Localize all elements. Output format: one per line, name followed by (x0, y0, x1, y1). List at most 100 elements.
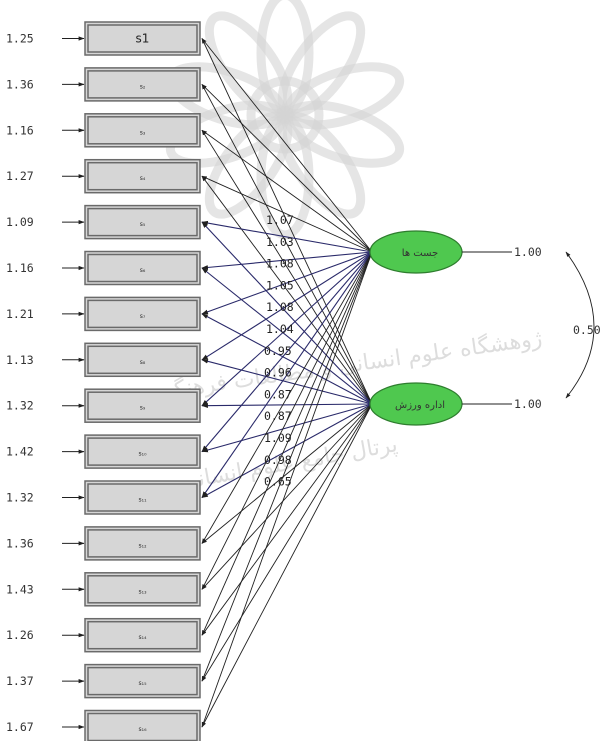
observed-variable-label: s₂ (140, 83, 146, 90)
loading-value: 1.08 (266, 257, 294, 271)
observed-variable-box[interactable]: s₄ (84, 158, 201, 194)
loading-value: 1.03 (266, 235, 294, 249)
loading-path-factor-1 (201, 38, 373, 253)
error-variance-label: 1.67 (6, 720, 34, 734)
observed-variable-box[interactable]: s₉ (84, 388, 201, 423)
observed-variable-box[interactable]: s1 (84, 21, 201, 56)
loading-path-factor-1 (201, 251, 373, 728)
observed-variable-inner (87, 620, 198, 650)
observed-variable-box[interactable]: s₁₄ (84, 617, 201, 653)
watermark-text-top: ژوهشگاه علوم انسانی و مطالعات فرهنگی (154, 325, 543, 405)
error-variance-label: 1.13 (6, 353, 34, 367)
covariance-arrow (565, 251, 595, 399)
loading-path-factor-2 (201, 221, 373, 405)
observed-variable-inner (87, 575, 198, 604)
observed-variable-box[interactable]: s₅ (84, 204, 201, 240)
loading-labels: 1.071.031.081.051.081.040.950.960.870.87… (264, 213, 294, 489)
loading-path-factor-2 (201, 83, 373, 405)
observed-variable-inner (87, 253, 198, 283)
observed-variable-label: s₇ (140, 313, 146, 320)
loading-value: 0.95 (264, 344, 292, 358)
observed-variable-inner (87, 391, 198, 420)
observed-variable-label: s₅ (140, 221, 146, 228)
observed-variable-box[interactable]: s₁₀ (84, 434, 201, 469)
observed-variable-inner (87, 299, 198, 329)
error-variance-label: 1.43 (6, 582, 34, 596)
loading-value: 0.98 (264, 453, 292, 467)
loading-path-factor-1 (201, 251, 373, 499)
loading-path-factor-1 (201, 251, 373, 636)
observed-variable-inner (87, 529, 198, 558)
error-variance-label: 1.26 (6, 628, 34, 642)
loading-path-factor-2 (201, 403, 373, 636)
observed-variable-inner (87, 116, 198, 145)
observed-variable-box[interactable]: s₁₅ (84, 663, 201, 699)
loading-path-factor-1 (201, 251, 373, 453)
covariance-label: 0.50 (573, 323, 601, 337)
watermark-center (246, 76, 324, 154)
loading-path-factor-1 (201, 251, 373, 407)
loading-value: 0.87 (264, 387, 292, 401)
error-variance-label: 1.25 (6, 32, 34, 46)
observed-variable-label: s₁₅ (139, 680, 148, 687)
loading-paths (201, 38, 373, 728)
error-variance-label: 1.09 (6, 215, 34, 229)
observed-variable-box[interactable]: s₁₃ (84, 572, 201, 607)
loading-path-factor-2 (201, 403, 373, 728)
observed-variable-inner (87, 712, 198, 741)
error-variance-label: 1.42 (6, 445, 34, 459)
latent-factor-2[interactable]: اداره ورزش (369, 382, 463, 426)
latent-label-2: اداره ورزش (395, 400, 445, 411)
latent-factor-1[interactable]: جست ها (369, 230, 463, 274)
loading-path-factor-2 (201, 359, 373, 405)
observed-variable-box[interactable]: s₁₆ (84, 709, 201, 741)
loading-path-factor-1 (201, 251, 373, 270)
observed-variable-label: s₉ (140, 405, 146, 412)
observed-variable-inner (87, 70, 198, 99)
observed-variable-label: s₈ (140, 359, 146, 366)
observed-variable-label: s₁₄ (139, 634, 148, 641)
loading-value: 0.87 (264, 409, 292, 423)
latent-label-1: جست ها (402, 248, 438, 259)
observed-variable-box[interactable]: s₈ (84, 342, 201, 378)
loading-path-factor-1 (201, 175, 373, 253)
variance-label-2: 1.00 (514, 397, 542, 411)
observed-variable-label: s₄ (140, 175, 146, 182)
observed-variable-label: s1 (136, 32, 150, 46)
loading-path-factor-2 (201, 403, 373, 453)
observed-variable-inner (87, 437, 198, 466)
observed-variable-label: s₁₀ (139, 451, 148, 458)
loading-value: 1.07 (266, 213, 294, 227)
loading-value: 1.09 (264, 431, 292, 445)
observed-variable-box[interactable]: s₁₂ (84, 526, 201, 561)
observed-variable-label: s₁₂ (139, 542, 148, 549)
observed-variable-label: s₁₆ (139, 726, 148, 733)
observed-variable-label: s₁₃ (139, 588, 148, 595)
loading-value: 1.04 (266, 322, 294, 336)
error-variance-label: 1.16 (6, 123, 34, 137)
observed-variable-box[interactable]: s₆ (84, 250, 201, 286)
loading-path-factor-2 (201, 403, 373, 544)
error-variance-label: 1.32 (6, 491, 34, 505)
error-variance-label: 1.21 (6, 307, 34, 321)
observed-variable-box[interactable]: s₁₁ (84, 480, 201, 515)
loading-path-factor-1 (201, 84, 373, 253)
loading-path-factor-2 (201, 129, 373, 405)
observed-variable-box[interactable]: s₇ (84, 296, 201, 332)
loading-path-factor-1 (201, 251, 373, 361)
observed-variable-label: s₆ (140, 267, 146, 274)
observed-variable-box[interactable]: s₂ (84, 67, 201, 102)
error-variance-label: 1.36 (6, 77, 34, 91)
loading-path-factor-1 (201, 129, 373, 253)
loading-path-factor-1 (201, 220, 373, 253)
loading-path-factor-2 (201, 313, 373, 405)
loading-path-factor-2 (201, 175, 373, 405)
observed-variable-box[interactable]: s₃ (84, 113, 201, 148)
error-variance-label: 1.27 (6, 169, 34, 183)
observed-variable-inner (87, 161, 198, 191)
observed-variable-label: s₃ (140, 129, 146, 136)
loading-path-factor-1 (201, 251, 373, 315)
loading-path-factor-1 (201, 251, 373, 682)
